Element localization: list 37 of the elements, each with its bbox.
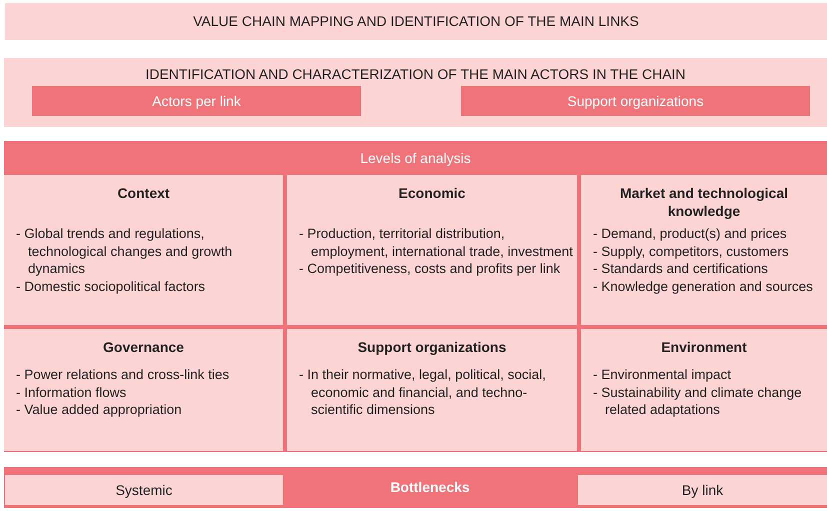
bottleneck-band <box>4 467 827 508</box>
bullet-text: - Value added appropriation <box>15 401 183 418</box>
bullet-text: - In their normative, legal, political, social, economic and financial, and techno-scientific dimensions <box>298 366 547 418</box>
bullet-text: - Information flows <box>15 384 128 401</box>
bullet-text: - Power relations and cross-link ties <box>15 366 230 384</box>
analysis-panel <box>4 141 827 452</box>
bullet-text: - Domestic sociopolitical factors <box>15 278 206 295</box>
bullet-text: - Demand, product(s) and prices <box>592 225 788 242</box>
cell-heading: Governance <box>102 338 185 356</box>
category-box: Actors per link <box>32 86 361 116</box>
cell-heading: Economic <box>398 184 466 202</box>
stage-band <box>4 58 827 127</box>
category-box: By link <box>578 475 827 505</box>
cell-heading: Market and technological knowledge <box>618 184 790 220</box>
analysis-cell <box>287 329 577 451</box>
analysis-cell <box>581 175 827 325</box>
bullet-text: - Supply, competitors, customers <box>592 242 790 260</box>
stage-band: VALUE CHAIN MAPPING AND IDENTIFICATION OF THE MAIN LINKS <box>5 3 827 40</box>
bullet-text: - Competitiveness, costs and profits per link <box>298 260 562 278</box>
analysis-cell <box>581 329 827 451</box>
bullet-text: - Standards and certifications <box>592 260 769 278</box>
category-box: Systemic <box>5 475 283 505</box>
analysis-cell <box>4 329 283 451</box>
band-heading: Bottlenecks <box>389 478 471 497</box>
bullet-text: - Global trends and regulations, technological changes and growth dynamics <box>15 225 234 278</box>
cell-heading: Environment <box>660 338 748 356</box>
bullet-text: - Sustainability and climate change related adaptations <box>592 384 803 418</box>
analysis-cell <box>287 175 577 325</box>
cell-heading: Context <box>116 184 171 202</box>
bullet-text: - Knowledge generation and sources <box>592 278 814 295</box>
analysis-cell <box>4 175 283 325</box>
cell-heading: Support organizations <box>356 338 508 356</box>
band-heading: IDENTIFICATION AND CHARACTERIZATION OF THE MAIN ACTORS IN THE CHAIN <box>144 65 687 84</box>
bullet-text: - Environmental impact <box>592 366 732 384</box>
panel-heading: Levels of analysis <box>359 148 472 168</box>
category-box: Support organizations <box>461 86 810 116</box>
bullet-text: - Production, territorial distribution, employment, international trade, investment <box>298 225 573 260</box>
